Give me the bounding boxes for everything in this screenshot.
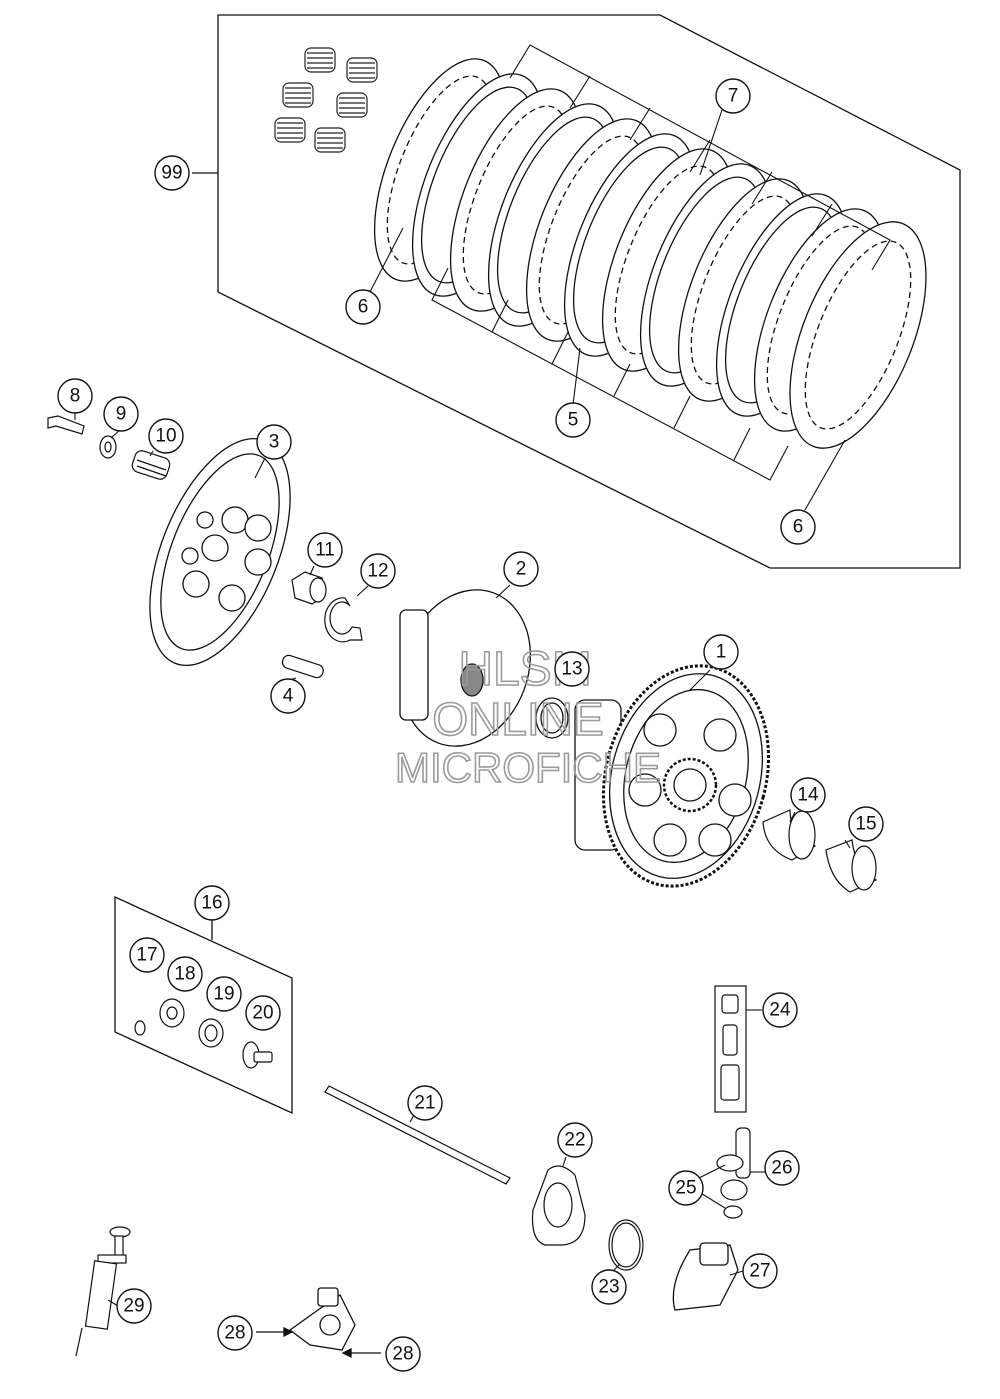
svg-text:17: 17: [136, 945, 157, 966]
callout-20[interactable]: 20: [245, 995, 281, 1031]
callout-5[interactable]: 5: [555, 402, 591, 438]
callout-22[interactable]: 22: [557, 1122, 593, 1158]
callout-28-left[interactable]: 28: [217, 1315, 253, 1351]
clutch-basket-gear: [574, 664, 771, 888]
svg-text:27: 27: [749, 1261, 770, 1282]
callout-8[interactable]: 8: [57, 378, 93, 414]
callout-6-bottom[interactable]: 6: [780, 509, 816, 545]
svg-text:3: 3: [269, 432, 280, 453]
callout-15[interactable]: 15: [848, 806, 884, 842]
svg-text:10: 10: [155, 426, 176, 447]
nut-lockwasher-pin: [281, 571, 363, 679]
callout-26[interactable]: 26: [764, 1150, 800, 1186]
svg-text:15: 15: [855, 814, 876, 835]
svg-text:14: 14: [797, 785, 819, 806]
callout-1[interactable]: 1: [703, 634, 739, 670]
clutch-inner-hub: [399, 589, 569, 747]
svg-text:7: 7: [728, 86, 739, 107]
callout-25[interactable]: 25: [668, 1170, 704, 1206]
svg-text:2: 2: [516, 559, 527, 580]
svg-text:99: 99: [161, 163, 182, 184]
svg-text:21: 21: [414, 1093, 435, 1114]
callout-19[interactable]: 19: [206, 976, 242, 1012]
svg-text:20: 20: [252, 1003, 273, 1024]
svg-text:11: 11: [315, 540, 335, 561]
bleeder-kit: [714, 985, 747, 1113]
clutch-disc-stack: [373, 58, 927, 449]
clutch-springs-kit: [274, 47, 378, 153]
svg-text:4: 4: [283, 686, 294, 707]
svg-text:6: 6: [358, 297, 369, 318]
svg-text:29: 29: [123, 1296, 144, 1317]
svg-text:8: 8: [70, 386, 81, 407]
callout-23[interactable]: 23: [591, 1269, 627, 1305]
callout-17[interactable]: 17: [129, 937, 165, 973]
svg-text:1: 1: [716, 642, 727, 663]
svg-text:25: 25: [675, 1178, 696, 1199]
callout-7[interactable]: 7: [715, 78, 751, 114]
svg-text:23: 23: [598, 1277, 619, 1298]
push-rod: [324, 1085, 511, 1185]
slave-cylinder: [672, 1242, 739, 1311]
svg-text:28: 28: [224, 1323, 245, 1344]
svg-text:5: 5: [568, 410, 579, 431]
callout-13[interactable]: 13: [554, 651, 590, 687]
callout-24[interactable]: 24: [762, 992, 798, 1028]
callout-28-right[interactable]: 28: [385, 1336, 421, 1372]
callout-99[interactable]: 99: [154, 155, 190, 191]
svg-text:28: 28: [392, 1344, 413, 1365]
disc-group-brackets: [369, 44, 891, 511]
callout-3[interactable]: 3: [256, 424, 292, 460]
svg-text:16: 16: [201, 893, 222, 914]
leader-lines: [74, 412, 851, 1307]
callout-14[interactable]: 14: [790, 777, 826, 813]
callout-9[interactable]: 9: [103, 396, 139, 432]
svg-text:22: 22: [564, 1130, 585, 1151]
svg-text:6: 6: [793, 517, 804, 538]
svg-text:13: 13: [561, 659, 582, 680]
callout-12[interactable]: 12: [360, 553, 396, 589]
watermark-line-2: ONLINE: [432, 693, 603, 745]
svg-text:24: 24: [769, 1000, 791, 1021]
callout-2[interactable]: 2: [503, 551, 539, 587]
banjo-fitting: [716, 1127, 751, 1219]
bleeding-syringe: [75, 1226, 131, 1357]
gasket-oring: [531, 1165, 644, 1271]
svg-text:26: 26: [771, 1158, 792, 1179]
clutch-kit-frame: [192, 14, 961, 569]
svg-text:19: 19: [213, 984, 234, 1005]
svg-text:18: 18: [174, 964, 195, 985]
callout-4[interactable]: 4: [270, 678, 306, 714]
callout-21[interactable]: 21: [407, 1085, 443, 1121]
svg-text:12: 12: [367, 561, 388, 582]
bolt-washer-spring: [47, 415, 171, 480]
clutch-cylinder-bleeder: [256, 1287, 381, 1359]
callout-6-top[interactable]: 6: [345, 289, 381, 325]
callouts: 99 7 6 5 6 8 9 10 3 11 12 2 4 13 1 14 15…: [57, 78, 884, 1372]
svg-text:9: 9: [116, 404, 127, 425]
watermark-line-3: MICROFICHE: [395, 744, 661, 791]
pressure-plate: [149, 437, 291, 667]
callout-11[interactable]: 11: [307, 532, 343, 568]
callout-10[interactable]: 10: [148, 418, 184, 454]
seal-kit-frame: [114, 895, 293, 1115]
callout-29[interactable]: 29: [116, 1288, 152, 1324]
callout-16[interactable]: 16: [194, 885, 230, 921]
bushings: [762, 809, 878, 893]
callout-27[interactable]: 27: [742, 1253, 778, 1289]
callout-18[interactable]: 18: [167, 956, 203, 992]
seal-kit-parts: [134, 998, 273, 1069]
